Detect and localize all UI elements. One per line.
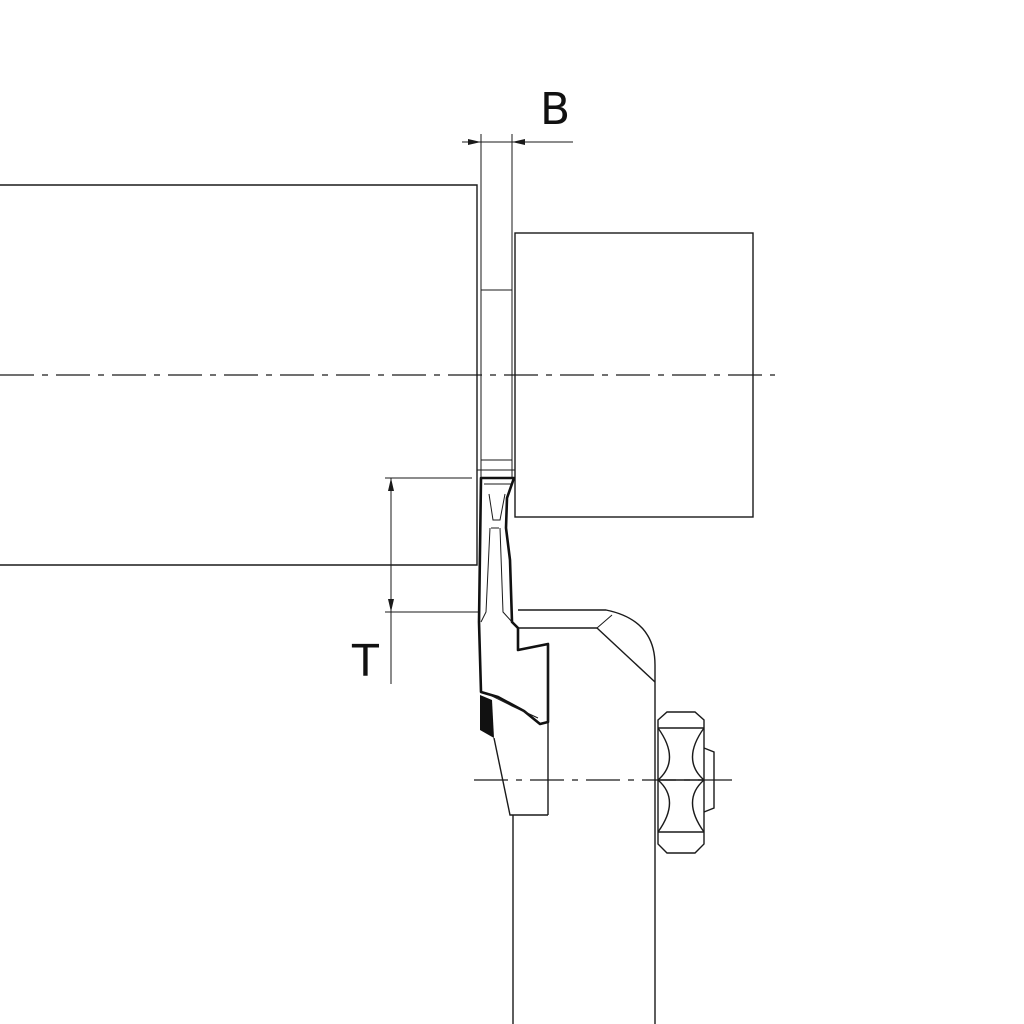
grooving-insert xyxy=(477,476,550,738)
tool-holder xyxy=(493,609,656,1024)
depth-dimension-label: T xyxy=(351,636,379,687)
depth-dimension: T xyxy=(351,477,478,687)
width-dimension-label: B xyxy=(540,84,570,135)
width-dimension: B xyxy=(462,84,573,150)
hex-nut xyxy=(657,711,715,854)
groove-channel xyxy=(477,140,515,478)
insert-seat xyxy=(480,695,494,738)
